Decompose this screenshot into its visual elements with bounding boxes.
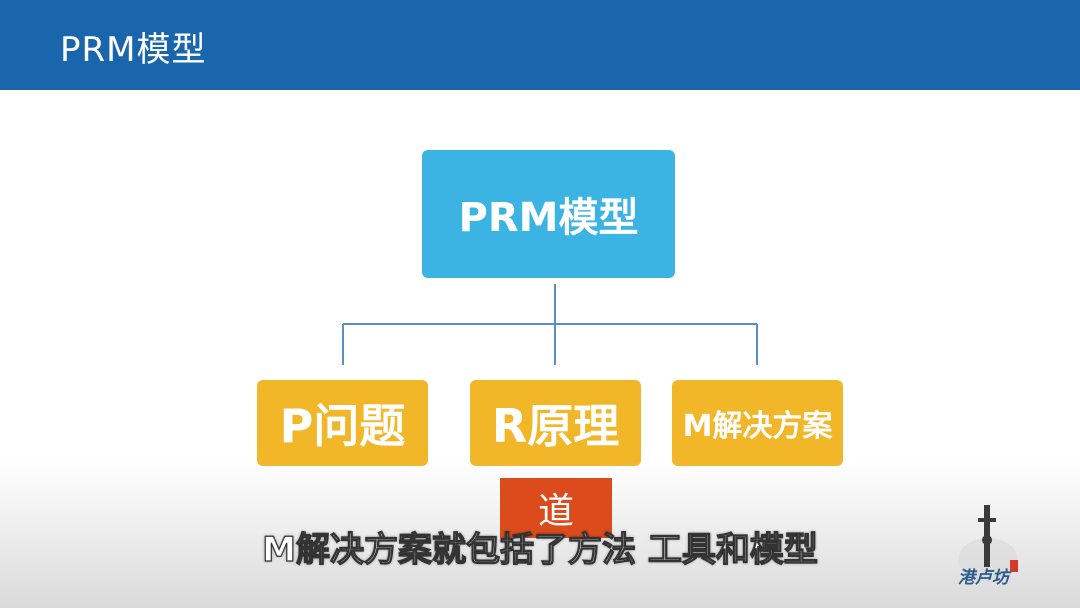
slide-title: PRM模型 [60,30,207,70]
video-subtitle: M解决方案就包括了方法 工具和模型 [262,529,819,570]
root-node-prm-model: PRM模型 [422,150,675,278]
sub-node-dao: 道 [500,478,612,538]
header-bar: PRM模型 [0,0,1080,90]
watermark-text: 港卢坊 [958,568,1009,588]
child-node-p-problem: P问题 [257,380,428,466]
child-node-m-solution: M解决方案 [672,380,843,466]
child-node-r-principle: R原理 [470,380,641,466]
channel-logo-icon [958,505,1018,582]
